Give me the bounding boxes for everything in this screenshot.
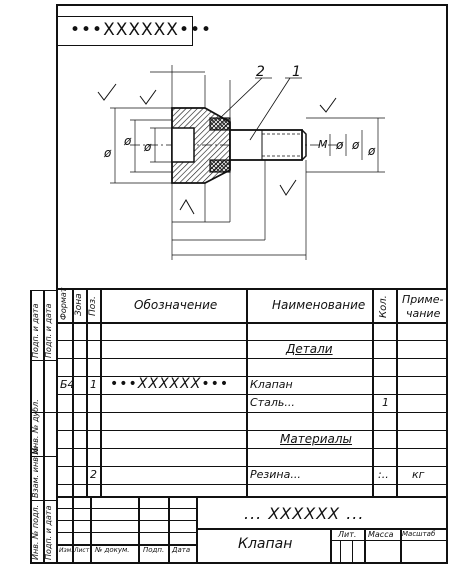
title-lit: Лит. xyxy=(338,530,357,539)
title-col-docnum: № докум. xyxy=(95,546,130,554)
title-col-sign: Подп. xyxy=(143,546,165,554)
title-col-list: Лист xyxy=(74,547,90,554)
side-sign-date-3: Подп. и дата xyxy=(44,505,53,561)
dim-diameter-4: ø xyxy=(336,138,344,152)
row2-qty: 1 xyxy=(382,396,389,409)
frame-bottom xyxy=(30,562,448,564)
section-details: Детали xyxy=(286,342,333,356)
dim-diameter-5: ø xyxy=(352,138,360,152)
spec-header-pos: Поз. xyxy=(88,296,98,316)
row3-note: кг xyxy=(412,468,425,481)
dim-thread: M xyxy=(318,138,328,151)
frame-left xyxy=(56,4,58,564)
title-doc-code: ... XXXXXX ... xyxy=(244,504,365,523)
title-name: Клапан xyxy=(238,536,293,552)
spec-header-note-2: чание xyxy=(406,307,441,320)
dim-diameter-3: ø xyxy=(144,140,152,154)
dim-diameter-2: ø xyxy=(124,134,132,148)
spec-header-format: Формат xyxy=(59,287,68,320)
side-sign-date-2: Подп. и дата xyxy=(44,303,53,359)
row1-designation: •••XXXXXX••• xyxy=(110,376,230,392)
doc-code-top: •••XXXXXX••• xyxy=(70,20,213,40)
row3-qty: :.. xyxy=(378,468,389,481)
title-col-izm: Изм. xyxy=(59,547,74,554)
row1-pos: 1 xyxy=(90,378,97,391)
row2-name: Сталь... xyxy=(250,396,295,409)
callout-1: 1 xyxy=(292,64,301,80)
section-materials: Материалы xyxy=(280,432,352,446)
side-inv-replace: Взам. инв № xyxy=(31,446,40,498)
valve-drawing xyxy=(97,65,385,260)
spec-header-name: Наименование xyxy=(272,298,366,312)
row1-format: Б4 xyxy=(60,378,75,391)
spec-header-qty: Кол. xyxy=(378,295,389,318)
spec-top-line xyxy=(58,288,448,290)
row3-pos: 2 xyxy=(90,468,97,481)
row3-name: Резина... xyxy=(250,468,301,481)
spec-header-note-1: Приме- xyxy=(402,293,444,306)
side-inv-orig: Инв. № подл. xyxy=(31,504,40,560)
frame-right xyxy=(446,4,448,564)
dim-diameter-1: ø xyxy=(104,146,112,160)
title-mass: Масса xyxy=(368,530,394,539)
doc-code-box xyxy=(58,16,193,46)
spec-header-zone: Зона xyxy=(74,293,84,316)
frame-top xyxy=(56,4,448,6)
callout-2: 2 xyxy=(256,64,265,80)
title-col-date: Дата xyxy=(172,546,191,554)
row1-name: Клапан xyxy=(250,378,293,391)
side-sign-date-1: Подп. и дата xyxy=(31,303,40,359)
dim-diameter-6: ø xyxy=(368,144,376,158)
spec-header-designation: Обозначение xyxy=(134,298,218,312)
title-scale: Масштаб xyxy=(402,530,436,538)
